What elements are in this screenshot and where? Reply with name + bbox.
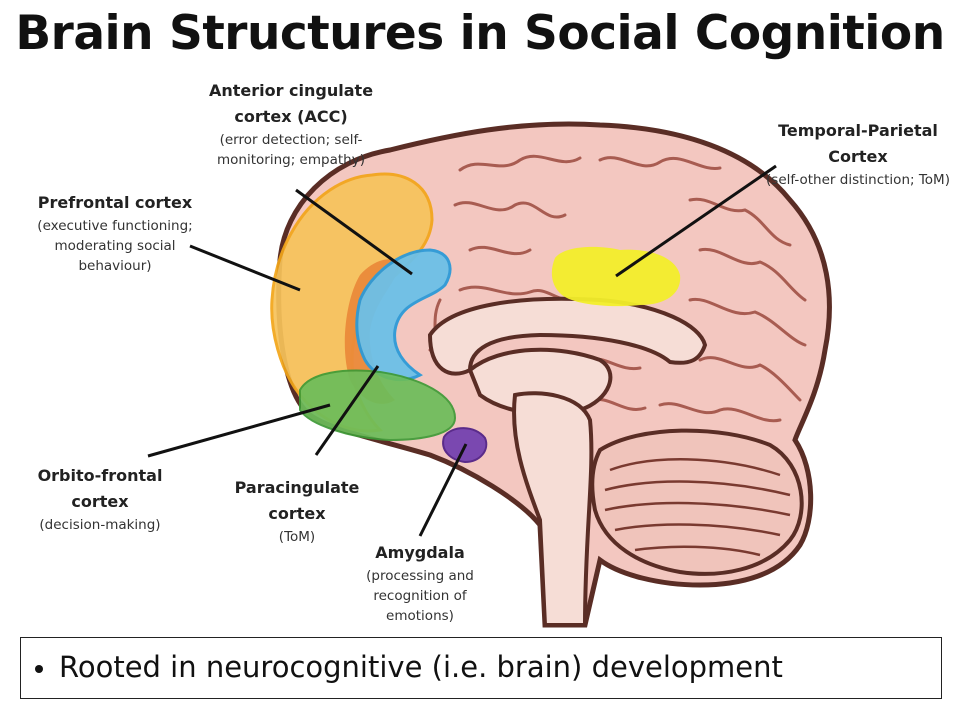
label-tpc-desc: (self-other distinction; ToM): [766, 172, 950, 188]
label-pcc: Paracingulate cortex (ToM): [222, 475, 372, 547]
acc-region: [355, 248, 452, 382]
label-pfc-name: Prefrontal cortex: [37, 193, 193, 212]
label-acc: Anterior cingulate cortex (ACC) (error d…: [186, 78, 396, 170]
label-ofc-desc: (decision-making): [39, 517, 161, 533]
corpus-callosum: [427, 296, 708, 376]
brainstem: [512, 391, 594, 627]
label-amy-name: Amygdala: [375, 543, 465, 562]
leader-line-pfc: [189, 244, 301, 292]
label-ofc: Orbito-frontal cortex (decision-making): [10, 463, 190, 535]
label-acc-name: Anterior cingulate cortex (ACC): [208, 81, 374, 126]
bullet-icon: [35, 665, 43, 673]
leader-line-tpc: [615, 164, 777, 278]
label-tpc-name: Temporal-Parietal Cortex: [778, 121, 938, 166]
label-pfc-desc: (executive functioning; moderating socia…: [37, 218, 193, 274]
label-pcc-name: Paracingulate cortex: [234, 478, 360, 523]
leader-line-acc: [295, 188, 413, 276]
temporal-parietal-region: [551, 246, 681, 307]
paracingulate-region: [344, 259, 400, 404]
label-pfc: Prefrontal cortex (executive functioning…: [20, 190, 210, 276]
label-acc-desc: (error detection; self-monitoring; empat…: [217, 132, 365, 168]
page-title: Brain Structures in Social Cognition: [15, 6, 945, 61]
leader-line-amy: [418, 443, 468, 537]
label-tpc: Temporal-Parietal Cortex (self-other dis…: [760, 118, 956, 190]
leader-line-pcc: [314, 365, 380, 456]
cerebellum-folia: [604, 458, 791, 557]
leader-line-ofc: [147, 403, 331, 458]
label-amy: Amygdala (processing and recognition of …: [350, 540, 490, 626]
leader-lines: [147, 164, 777, 537]
label-amy-desc: (processing and recognition of emotions): [366, 568, 474, 624]
bullet-text: Rooted in neurocognitive (i.e. brain) de…: [59, 650, 783, 684]
label-pcc-desc: (ToM): [278, 529, 316, 545]
label-ofc-name: Orbito-frontal cortex: [37, 466, 163, 511]
bullet-box: Rooted in neurocognitive (i.e. brain) de…: [20, 637, 942, 699]
